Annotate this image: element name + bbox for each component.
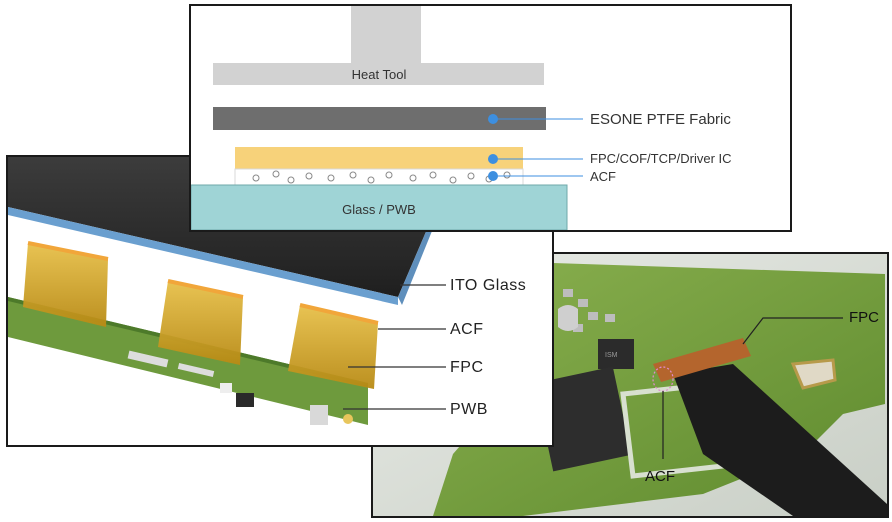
board-acf-label: ACF [645,468,675,485]
flex-ribbon [673,364,887,516]
smd-component [588,312,598,320]
pwb-component [177,363,215,377]
pwb-connector [236,393,254,407]
ito-glass-label: ITO Glass [450,277,526,294]
substrate-label: Glass / PWB [342,202,416,217]
smd-component [605,314,615,322]
pwb-component [220,383,232,393]
acf-bond-line [299,303,379,325]
lcd-acf-label: ACF [450,321,484,338]
acf-bond-line [167,279,244,299]
acf-bond-line [27,241,109,261]
acf-particles [252,170,511,184]
fpc-callout-line [742,317,843,345]
connector-component [558,305,578,331]
pwb-connector [310,405,328,425]
fpc-tab [158,281,243,365]
glass-pwb-substrate [191,184,568,230]
ptfe-fabric-label: ESONE PTFE Fabric [590,111,731,128]
fpc-tab [23,243,108,327]
heat-tool-stem [351,6,421,63]
bonding-schematic-panel: Heat Tool Glass / PWB ESONE PTFE Fabric … [189,4,792,232]
heat-tool-label: Heat Tool [352,67,407,82]
fpc-layer [235,147,523,169]
pwb-board [8,297,368,425]
ito-glass-edge [8,207,398,305]
bonding-schematic: Heat Tool Glass / PWB ESONE PTFE Fabric … [191,6,732,230]
smd-component [573,324,583,332]
fpc-tab [288,305,378,389]
lcd-fpc-label: FPC [450,359,484,376]
chip-marking: ISM [605,352,618,359]
ptfe-fabric-layer [213,107,546,130]
fpc-layer-label: FPC/COF/TCP/Driver IC [590,151,732,166]
heat-tool-head [213,63,544,85]
smd-component [563,289,573,297]
board-fpc-label: FPC [849,309,879,326]
acf-layer-label: ACF [590,169,616,184]
pwb-component [127,350,169,368]
large-chip [534,366,632,472]
pwb-mount-hole [343,414,353,424]
chip [598,339,634,369]
pcb-slot [790,358,837,390]
lcd-pwb-label: PWB [450,401,488,418]
fpc-strip [653,338,751,382]
smd-component [578,299,588,307]
